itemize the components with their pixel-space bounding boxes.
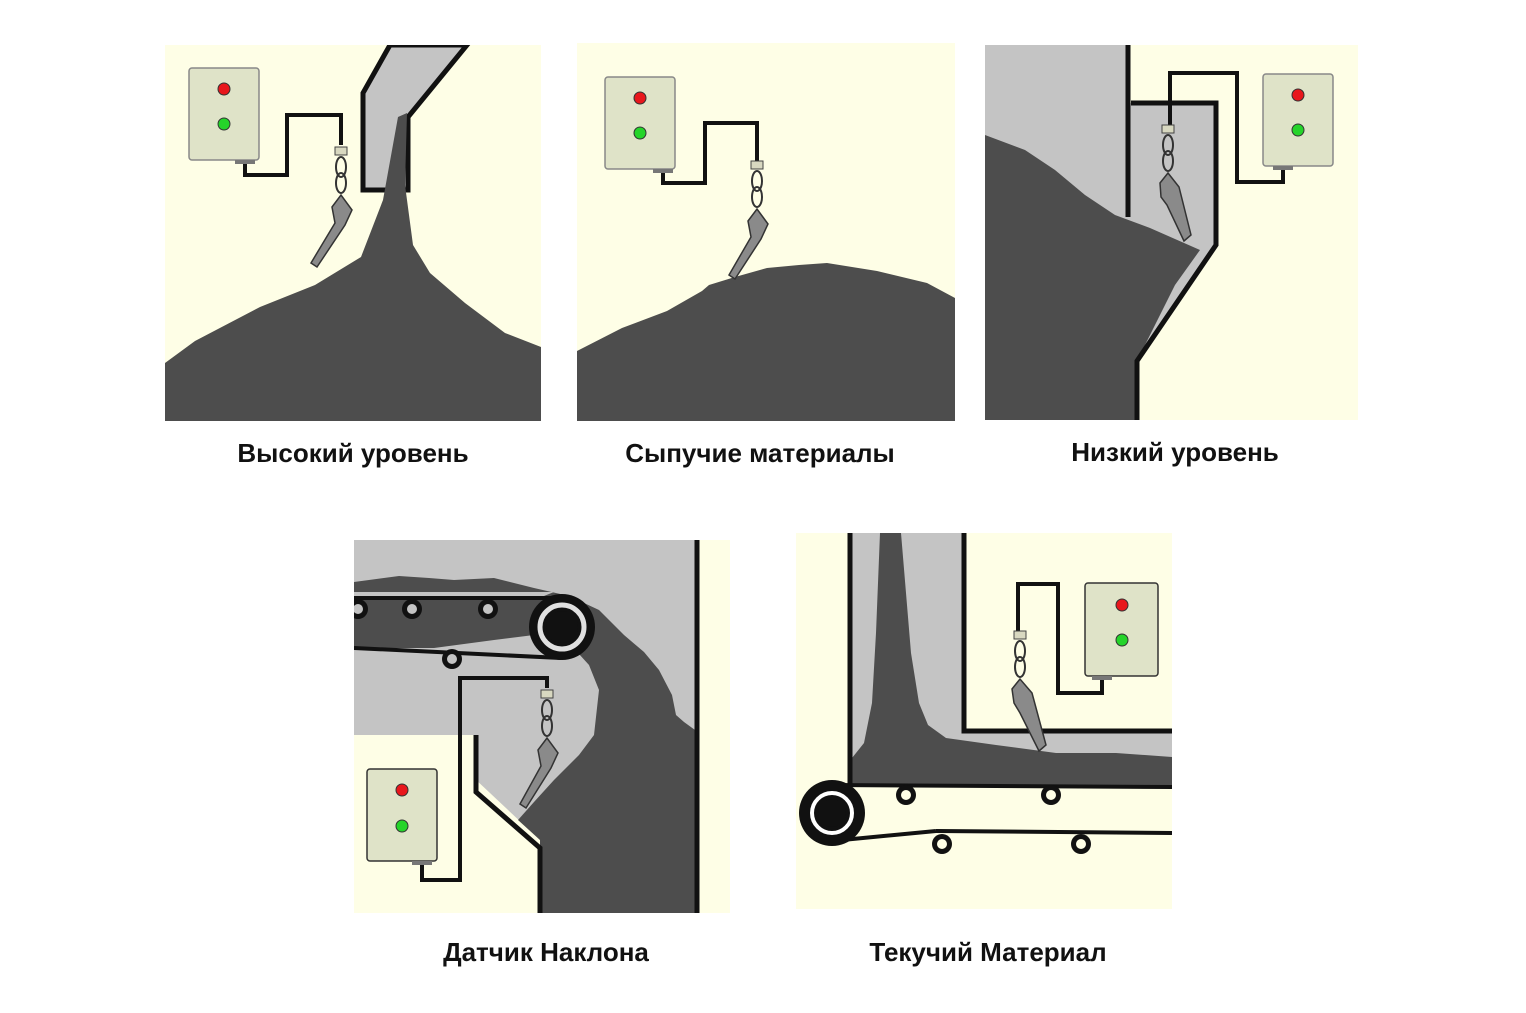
red-lamp-icon: [395, 783, 409, 797]
control-box: [188, 67, 260, 164]
conveyor: [354, 594, 595, 669]
chute-interior: [848, 533, 1172, 785]
tilt-sensor-diagram: [354, 540, 700, 913]
low-level-diagram: [985, 45, 1334, 420]
caption-high-level: Высокий уровень: [237, 438, 469, 468]
caption-bulk-materials: Сыпучие материалы: [625, 438, 895, 468]
material-heap: [577, 263, 955, 421]
material-flow: [354, 576, 695, 913]
green-lamp-icon: [217, 117, 231, 131]
caption-low-level: Низкий уровень: [1071, 437, 1279, 467]
tilt-sensor-icon: [727, 160, 769, 281]
bulk-materials-diagram: [577, 76, 955, 421]
tilt-sensor-icon: [519, 689, 559, 810]
chute-wall-left: [473, 735, 543, 913]
green-lamp-icon: [633, 126, 647, 140]
chute-wall-inner: [961, 533, 1172, 734]
sensor-cable: [420, 676, 549, 882]
material-pile: [165, 113, 541, 421]
control-box: [604, 76, 676, 173]
caption-tilt-sensor: Датчик Наклона: [443, 937, 649, 967]
green-lamp-icon: [1291, 123, 1305, 137]
high-level-diagram: [165, 45, 541, 421]
red-lamp-icon: [217, 82, 231, 96]
tilt-sensor-icon: [1011, 630, 1047, 753]
flowing-material-diagram: [799, 533, 1172, 854]
material-slope: [985, 135, 1200, 420]
material-stream: [848, 533, 1172, 785]
sensor-cable: [1016, 582, 1104, 695]
red-lamp-icon: [633, 91, 647, 105]
caption-flowing-material: Текучий Материал: [869, 937, 1107, 967]
panel-low-level: [985, 45, 1358, 420]
green-lamp-icon: [1115, 633, 1129, 647]
control-box: [1084, 582, 1159, 680]
hopper-wall-right: [1131, 100, 1219, 420]
control-box: [1262, 73, 1334, 170]
sensor-cable: [661, 121, 759, 185]
control-box: [366, 768, 438, 865]
panel-flowing-material: [796, 533, 1172, 909]
tilt-sensor-icon: [1159, 124, 1192, 243]
red-lamp-icon: [1115, 598, 1129, 612]
panel-tilt-sensor: [354, 540, 730, 913]
inflow-chute: [360, 45, 471, 193]
sensor-cable: [1168, 71, 1285, 184]
green-lamp-icon: [395, 819, 409, 833]
red-lamp-icon: [1291, 88, 1305, 102]
panel-high-level: [165, 45, 541, 421]
conveyor: [799, 780, 1172, 854]
sensor-cable: [243, 113, 343, 177]
tilt-sensor-icon: [309, 146, 353, 269]
panel-bulk-materials: [577, 43, 955, 421]
